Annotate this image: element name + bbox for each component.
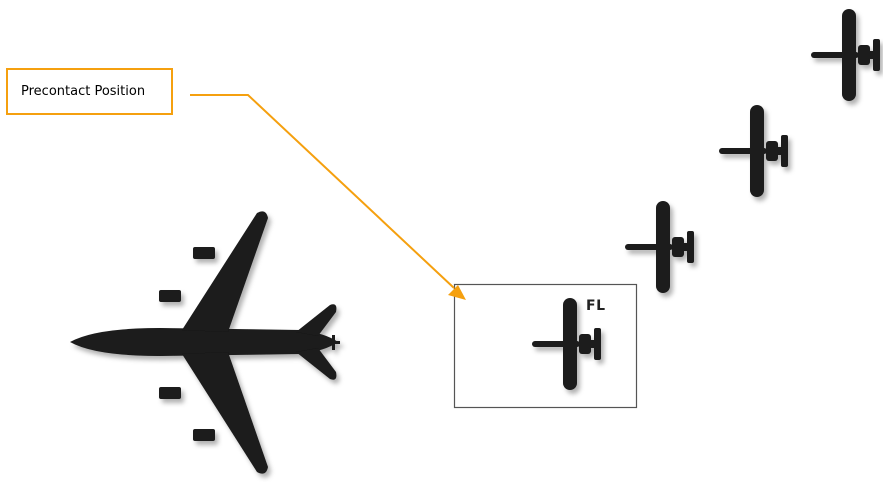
receiver-aircraft-icon-2 (719, 105, 788, 197)
callout-box: Precontact Position (6, 68, 173, 115)
receiver-aircraft-icon-3 (625, 201, 694, 293)
tanker-aircraft-icon (70, 211, 340, 473)
receiver-aircraft-icon-1 (811, 9, 880, 101)
flight-lead-label: FL (586, 298, 605, 314)
arrow-head-icon (448, 285, 466, 300)
callout-label: Precontact Position (8, 84, 145, 99)
